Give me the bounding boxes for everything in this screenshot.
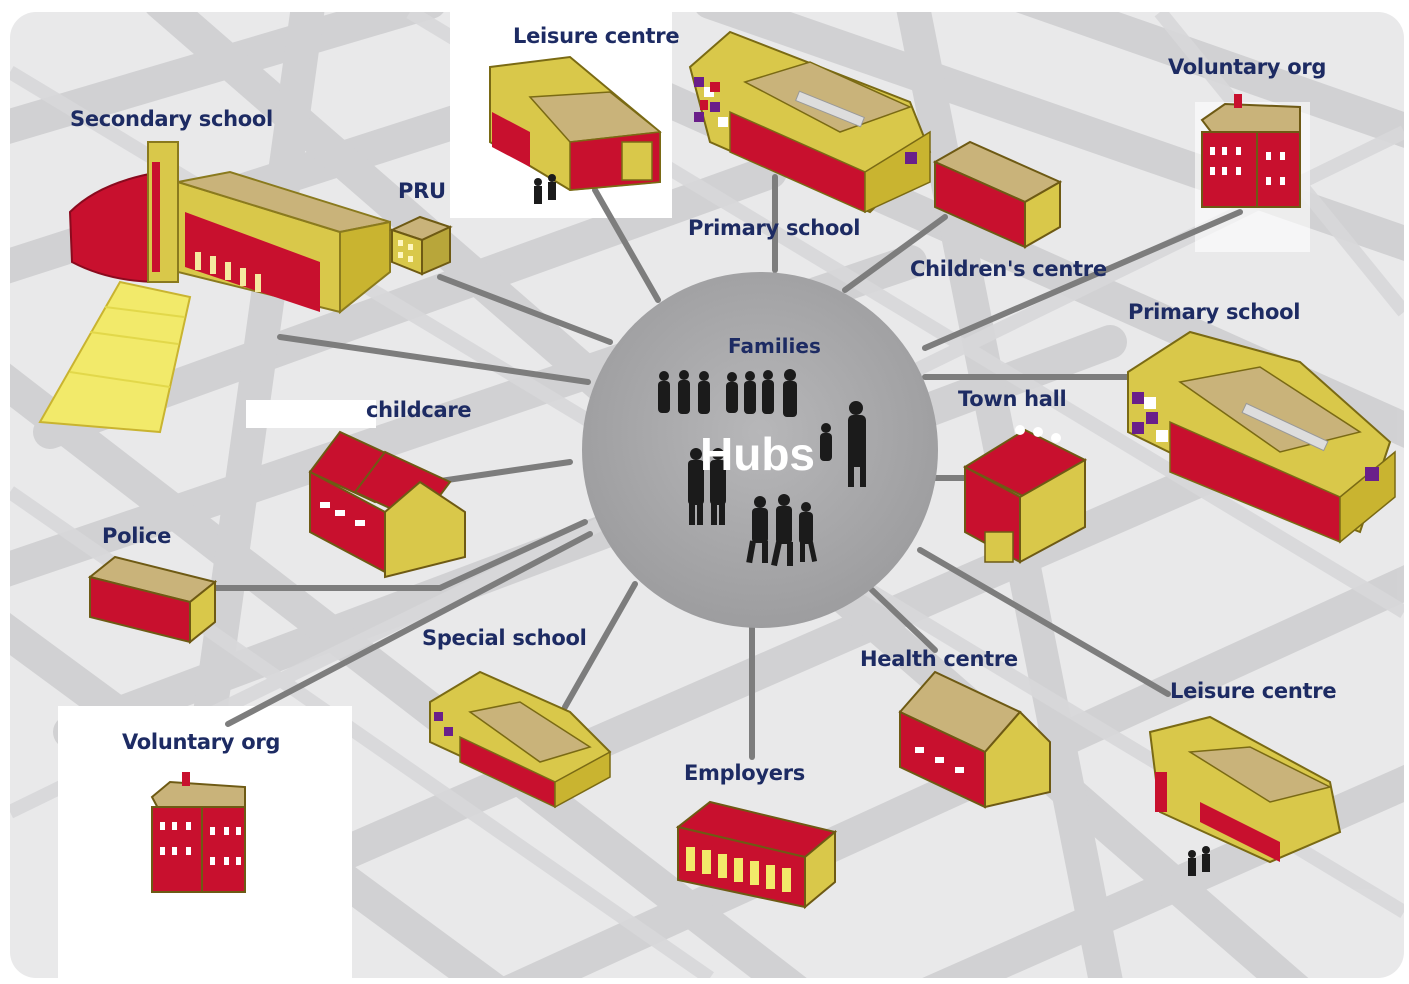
label-childrens-centre: Children's centre	[910, 257, 1107, 281]
label-leisure-centre-top: Leisure centre	[513, 24, 680, 48]
employers-building	[675, 800, 838, 910]
hub-circle	[582, 272, 938, 628]
primary-school-top-building	[688, 30, 932, 214]
label-police: Police	[102, 524, 172, 548]
label-pru: PRU	[398, 179, 446, 203]
label-town-hall: Town hall	[958, 387, 1067, 411]
label-childcare: childcare	[366, 398, 472, 422]
label-health-centre: Health centre	[860, 647, 1018, 671]
voluntary-org-top-building	[1200, 94, 1301, 208]
primary-school-right-building	[1127, 330, 1396, 544]
town-hall-building	[962, 425, 1088, 564]
label-leisure-centre-bottom: Leisure centre	[1170, 679, 1337, 703]
label-primary-school-top: Primary school	[688, 216, 861, 240]
street-map-background: Families Hubs Secondary school PRU Leisu…	[10, 12, 1404, 978]
childcare-building	[308, 430, 466, 579]
label-voluntary-org-top: Voluntary org	[1168, 55, 1327, 79]
leisure-centre-bottom-building	[1148, 715, 1342, 876]
special-school-building	[429, 670, 612, 809]
label-employers: Employers	[684, 761, 805, 785]
map-drawing	[10, 12, 1404, 978]
label-special-school: Special school	[422, 626, 587, 650]
label-voluntary-org-bottom: Voluntary org	[122, 730, 281, 754]
voluntary-org-bottom-building	[150, 772, 246, 893]
pru-building	[389, 215, 453, 276]
hubs-title: Hubs	[700, 428, 815, 480]
childrens-centre-building	[932, 140, 1063, 249]
families-label: Families	[728, 334, 821, 358]
leisure-centre-top-building	[489, 55, 662, 204]
family-silhouettes	[658, 369, 866, 567]
secondary-school-building	[38, 141, 391, 434]
label-primary-school-right: Primary school	[1128, 300, 1301, 324]
health-centre-building	[898, 670, 1051, 809]
police-building	[87, 555, 218, 645]
label-secondary-school: Secondary school	[70, 107, 273, 131]
